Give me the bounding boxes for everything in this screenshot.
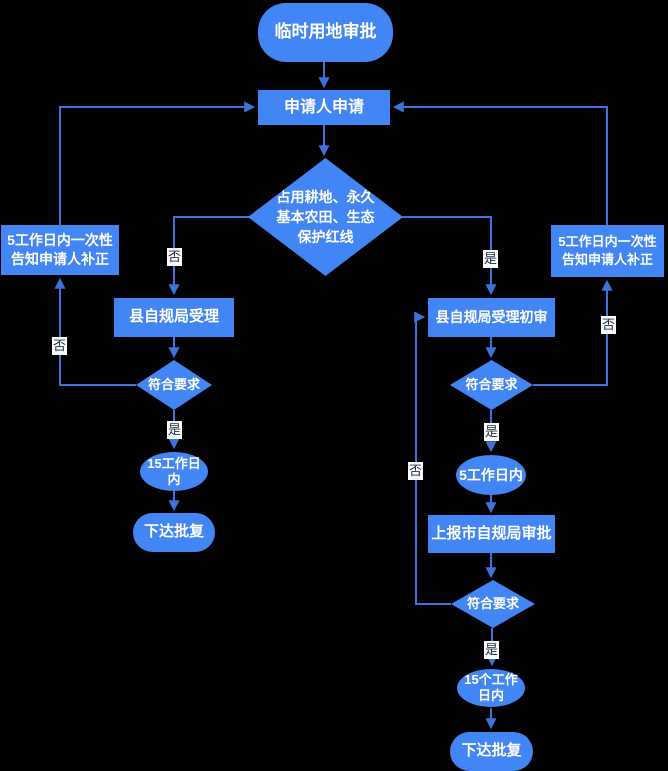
node-start-terminator: 临时用地审批 <box>258 3 393 62</box>
edge-label-no-left-feedback: 否 <box>52 337 68 355</box>
node-county-bureau-initial-review: 县自规局受理初审 <box>428 298 555 337</box>
node-notify-correction-left: 5工作日内一次性 告知申请人补正 <box>1 225 119 275</box>
edge-label-no-right-feedback: 否 <box>601 316 617 334</box>
node-county-bureau-accept: 县自规局受理 <box>114 298 234 337</box>
node-15-workdays-right: 15个工作 日内 <box>457 669 525 707</box>
node-5-workdays-right: 5工作日内 <box>456 455 526 495</box>
node-issue-approval-right: 下达批复 <box>450 732 533 771</box>
edge-label-yes-right-check2: 是 <box>484 641 500 659</box>
node-issue-approval-left: 下达批复 <box>133 513 215 552</box>
node-15-workdays-left: 15工作日 内 <box>140 452 208 491</box>
edge-label-yes-left-check: 是 <box>167 421 183 439</box>
edge-label-no-bottom-feedback: 否 <box>408 462 424 480</box>
edge-label-yes-right-check1: 是 <box>484 423 500 441</box>
node-notify-correction-right: 5工作日内一次性 告知申请人补正 <box>551 225 664 277</box>
node-applicant-apply: 申请人申请 <box>258 90 390 125</box>
node-report-city-bureau: 上报市自规局审批 <box>428 515 555 553</box>
edge-label-yes-right-branch: 是 <box>483 250 499 268</box>
edge-label-no-left-branch: 否 <box>167 248 183 266</box>
